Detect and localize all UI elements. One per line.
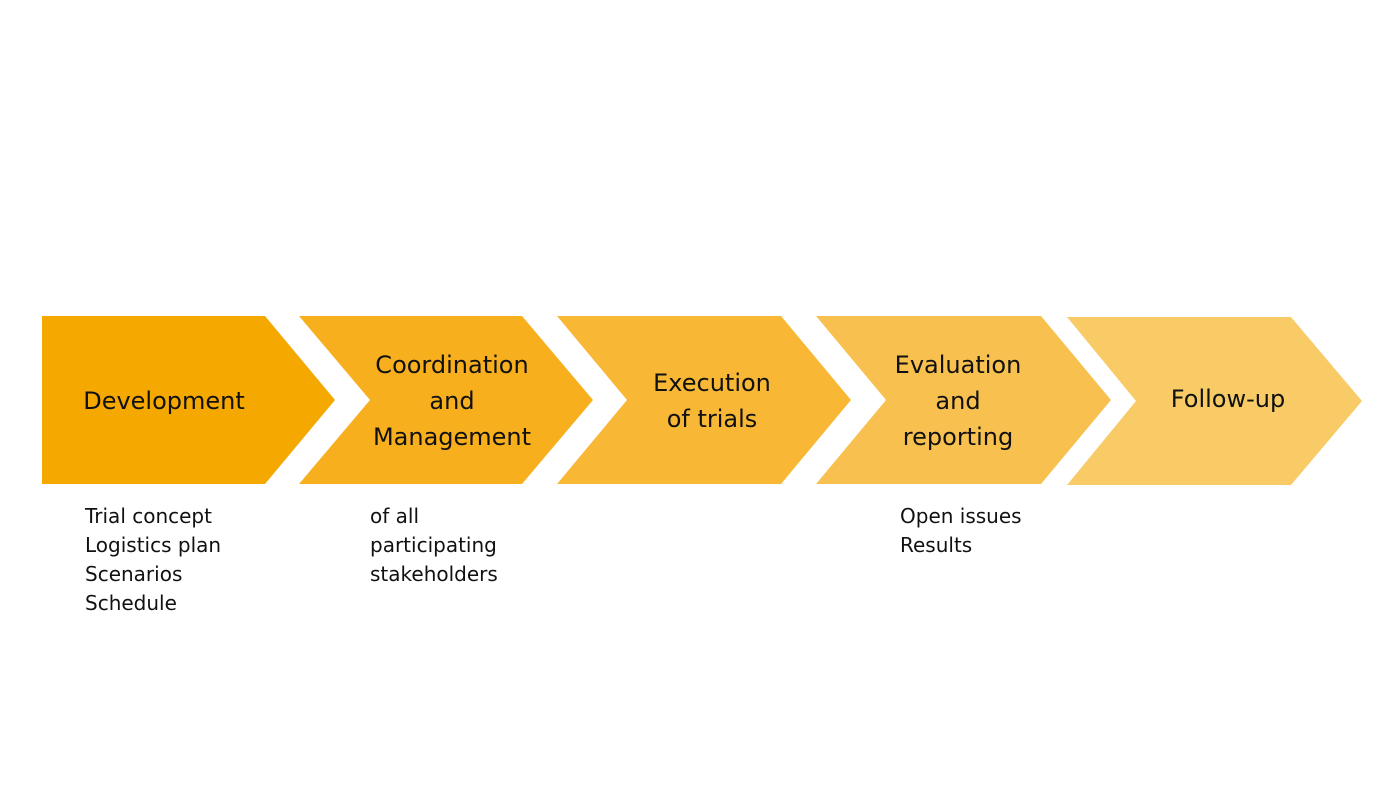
step-shape-evaluation [816,316,1111,484]
step-title-development: Development [83,383,245,419]
note-item: Logistics plan [85,533,222,557]
step-shape-follow-up [1067,317,1362,485]
title-line: Follow-up [1170,385,1286,413]
step-title-execution: Execution of trials [653,365,771,437]
note-item: Scenarios [85,562,183,586]
note-item: Results [900,533,973,557]
note-item: Trial concept [85,504,212,528]
step-shape-execution [557,316,851,484]
title-line: Development [83,387,245,415]
step-title-coordination: Coordination and Management [373,347,531,455]
note-item: of all [370,504,420,528]
title-line: Execution [653,369,771,397]
note-item: stakeholders [370,562,498,586]
step-title-evaluation: Evaluation and reporting [895,347,1022,455]
notes-evaluation: Open issues Results [900,502,1022,560]
title-line: Coordination [375,351,529,379]
title-line: Evaluation [894,351,1022,379]
title-line: Management [372,423,532,451]
notes-coordination: of all participating stakeholders [370,502,498,589]
title-line: of trials [666,405,758,433]
notes-development: Trial concept Logistics plan Scenarios S… [85,502,221,618]
note-item: participating [370,533,497,557]
note-item: Open issues [900,504,1022,528]
step-shape-development [42,316,335,484]
title-line: reporting [902,423,1014,451]
title-line: and [935,387,981,415]
title-line: and [429,387,475,415]
step-shape-coordination [299,316,593,484]
note-item: Schedule [85,591,177,615]
step-title-follow-up: Follow-up [1171,381,1285,417]
